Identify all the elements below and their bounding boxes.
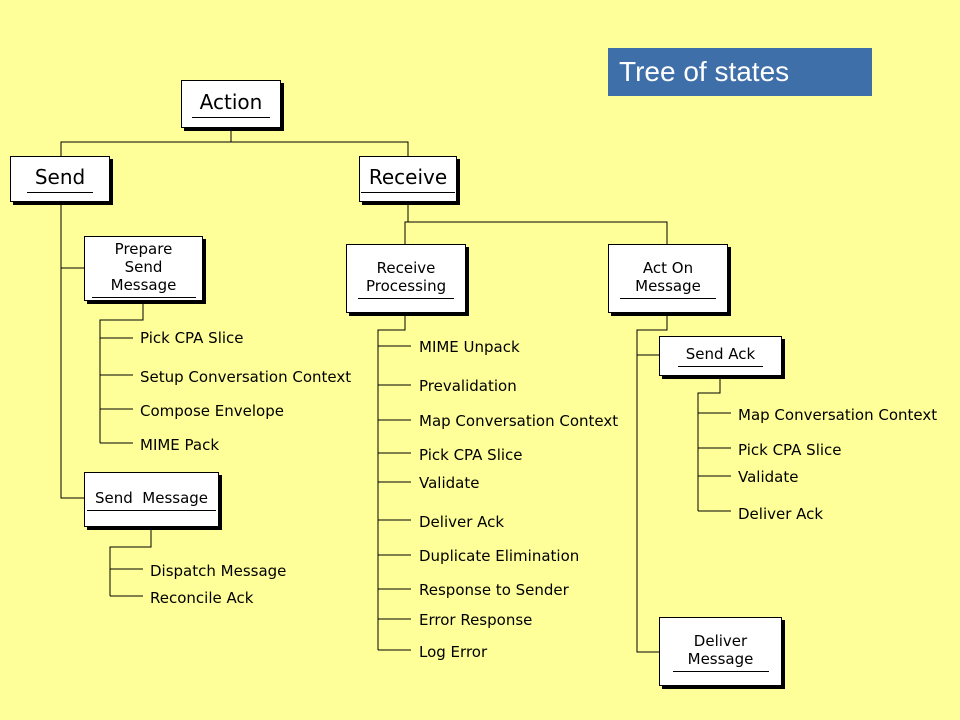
leaf-setup-conversation-context: Setup Conversation Context — [140, 368, 352, 386]
leaf-map-conversation-context: Map Conversation Context — [419, 412, 619, 430]
node-send-label: Send — [26, 165, 94, 193]
leaf-duplicate-elimination: Duplicate Elimination — [419, 547, 580, 565]
leaf-deliver-ack: Deliver Ack — [419, 513, 505, 531]
leaf-compose-envelope: Compose Envelope — [140, 402, 284, 420]
leaf-mime-unpack: MIME Unpack — [419, 338, 520, 356]
leaf-mime-pack: MIME Pack — [140, 436, 220, 454]
leaf-log-error: Log Error — [419, 643, 488, 661]
leaf-prevalidation: Prevalidation — [419, 377, 517, 395]
node-act-on-message-label: Act On Message — [620, 259, 716, 299]
leaf-pick-cpa-slice: Pick CPA Slice — [140, 329, 244, 347]
diagram-title: Tree of states — [619, 56, 790, 87]
leaf-response-to-sender: Response to Sender — [419, 581, 569, 599]
leaf-pick-cpa-slice: Pick CPA Slice — [738, 441, 842, 459]
node-deliver-message: Deliver Message — [659, 617, 782, 686]
node-send-message: Send Message — [84, 472, 219, 527]
leaf-validate: Validate — [419, 474, 480, 492]
node-send-ack-label: Send Ack — [677, 345, 764, 367]
node-action-label: Action — [191, 90, 271, 118]
node-deliver-message-label: Deliver Message — [672, 632, 769, 672]
leaf-error-response: Error Response — [419, 611, 533, 629]
node-prepare-send-message: Prepare Send Message — [84, 236, 203, 301]
node-receive: Receive — [359, 156, 457, 202]
node-receive-processing-label: Receive Processing — [358, 259, 454, 299]
node-receive-label: Receive — [360, 165, 456, 193]
node-prepare-send-message-label: Prepare Send Message — [91, 240, 196, 298]
node-send-ack: Send Ack — [659, 336, 782, 376]
title-box: Tree of states — [608, 48, 872, 96]
leaf-reconcile-ack: Reconcile Ack — [150, 589, 254, 607]
node-act-on-message: Act On Message — [608, 244, 728, 313]
node-receive-processing: Receive Processing — [346, 244, 466, 313]
leaf-deliver-ack: Deliver Ack — [738, 505, 824, 523]
leaf-pick-cpa-slice: Pick CPA Slice — [419, 446, 523, 464]
leaf-map-conversation-context: Map Conversation Context — [738, 406, 938, 424]
node-send: Send — [10, 156, 110, 202]
node-action: Action — [181, 80, 281, 128]
leaf-dispatch-message: Dispatch Message — [150, 562, 287, 580]
node-send-message-label: Send Message — [86, 489, 217, 511]
leaf-validate: Validate — [738, 468, 799, 486]
